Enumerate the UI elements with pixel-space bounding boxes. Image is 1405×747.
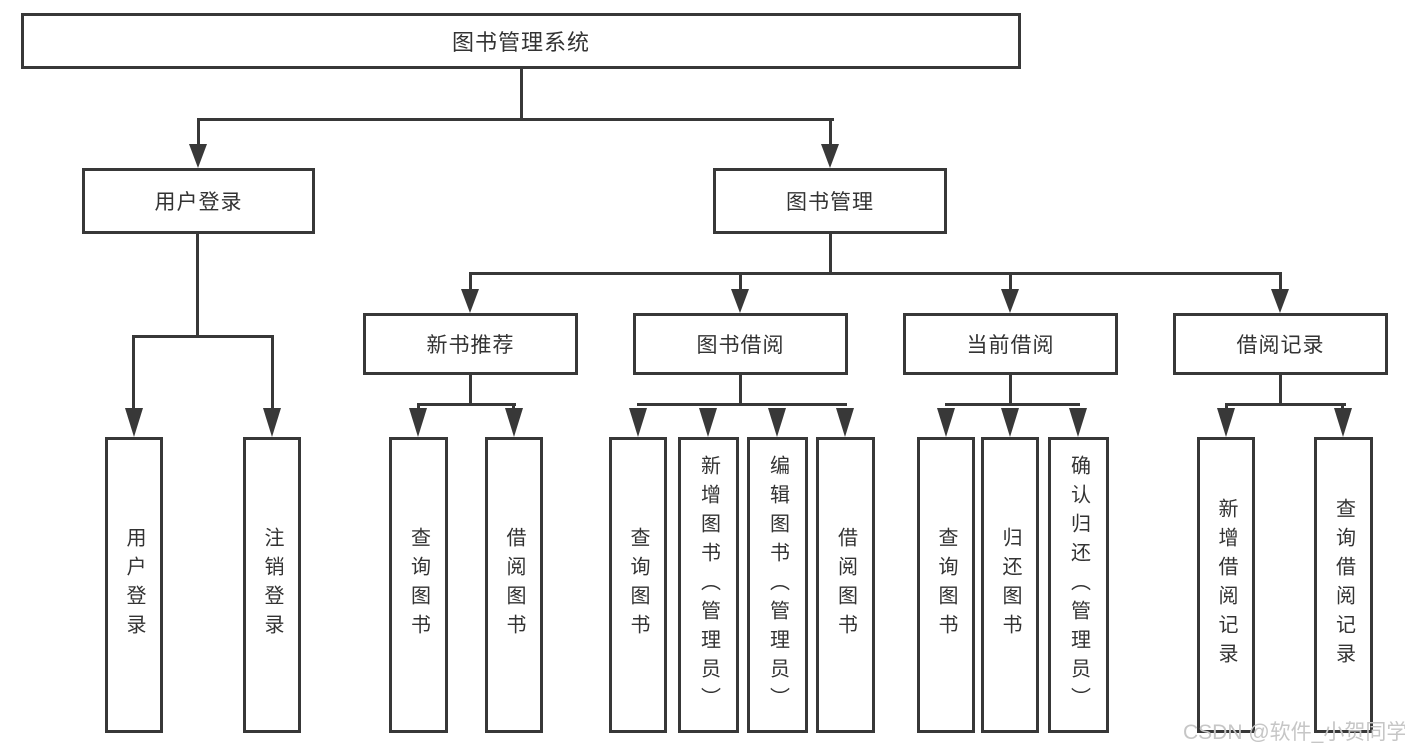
arrowhead-borrowing-records xyxy=(1271,289,1289,313)
arrowhead-current-return xyxy=(1001,408,1019,437)
arrowhead-borrowing-add xyxy=(699,408,717,437)
node-borrowing-records-label: 借阅记录 xyxy=(1236,334,1325,357)
connector-recommendation-horizontal xyxy=(417,403,516,406)
arrowhead-records-add xyxy=(1217,408,1235,437)
connector-stem-user-login-action xyxy=(132,335,135,411)
csdn-watermark: CSDN @软件_小贺同学 xyxy=(1183,721,1405,744)
connector-stem-records-query xyxy=(1341,403,1344,411)
node-new-book-recommendation: 新书推荐 xyxy=(363,313,578,375)
arrowhead-current-confirm xyxy=(1069,408,1087,437)
arrowhead-borrowing-query xyxy=(629,408,647,437)
node-library-management-system: 图书管理系统 xyxy=(21,13,1021,69)
node-logout-action: 注销登录 xyxy=(243,437,301,733)
connector-current-horizontal xyxy=(945,403,1080,406)
node-new-book-recommendation-label: 新书推荐 xyxy=(426,334,515,357)
node-borrowing-edit-books-admin-label: 编辑图书（管理员） xyxy=(766,454,789,716)
node-user-login: 用户登录 xyxy=(82,168,315,234)
connector-root-vertical xyxy=(520,68,523,121)
node-recommend-query-books: 查询图书 xyxy=(389,437,448,733)
node-current-borrowing: 当前借阅 xyxy=(903,313,1118,375)
node-records-query-record: 查询借阅记录 xyxy=(1314,437,1373,733)
arrowhead-book-borrowing xyxy=(731,289,749,313)
node-logout-action-label: 注销登录 xyxy=(261,527,283,643)
node-current-borrowing-label: 当前借阅 xyxy=(966,334,1055,357)
arrowhead-logout-action xyxy=(263,408,281,437)
node-current-query-books-label: 查询图书 xyxy=(935,527,957,643)
arrowhead-borrowing-borrow xyxy=(836,408,854,437)
node-current-return-books: 归还图书 xyxy=(981,437,1039,733)
connector-records-horizontal xyxy=(1225,403,1346,406)
node-current-confirm-return-admin-label: 确认归还（管理员） xyxy=(1067,454,1090,716)
connector-stem-user-login xyxy=(197,118,200,146)
connector-recommendation-vertical xyxy=(469,373,472,406)
connector-stem-records-add xyxy=(1225,403,1228,411)
node-library-management-system-label: 图书管理系统 xyxy=(451,30,590,55)
connector-stem-book-borrowing xyxy=(739,272,742,292)
node-recommend-borrow-books-label: 借阅图书 xyxy=(503,527,525,643)
arrowhead-borrowing-edit xyxy=(768,408,786,437)
arrowhead-recommend-borrow xyxy=(505,408,523,437)
node-book-management-label: 图书管理 xyxy=(786,191,874,214)
connector-user-login-horizontal xyxy=(132,335,274,338)
connector-book-management-horizontal xyxy=(469,272,1282,275)
node-borrowing-query-books: 查询图书 xyxy=(609,437,667,733)
node-borrowing-borrow-books-label: 借阅图书 xyxy=(834,527,857,643)
node-records-add-record-label: 新增借阅记录 xyxy=(1215,498,1237,672)
arrowhead-user-login-action xyxy=(125,408,143,437)
connector-borrowing-horizontal xyxy=(637,403,847,406)
node-book-borrowing-label: 图书借阅 xyxy=(696,334,785,357)
node-book-management: 图书管理 xyxy=(713,168,947,234)
arrowhead-recommend-query xyxy=(409,408,427,437)
connector-current-vertical xyxy=(1009,373,1012,406)
node-records-query-record-label: 查询借阅记录 xyxy=(1332,498,1355,672)
node-borrowing-edit-books-admin: 编辑图书（管理员） xyxy=(747,437,808,733)
node-recommend-borrow-books: 借阅图书 xyxy=(485,437,543,733)
connector-user-login-vertical xyxy=(196,233,199,338)
connector-stem-new-book-recommendation xyxy=(469,272,472,292)
node-user-login-action-label: 用户登录 xyxy=(123,527,145,643)
node-book-borrowing: 图书借阅 xyxy=(633,313,848,375)
node-user-login-action: 用户登录 xyxy=(105,437,163,733)
connector-stem-logout-action xyxy=(271,335,274,411)
connector-stem-borrowing-records xyxy=(1279,272,1282,292)
connector-borrowing-vertical xyxy=(739,373,742,406)
connector-stem-book-management xyxy=(829,118,832,146)
node-recommend-query-books-label: 查询图书 xyxy=(407,527,430,643)
node-records-add-record: 新增借阅记录 xyxy=(1197,437,1255,733)
connector-stem-recommend-query xyxy=(417,403,420,411)
connector-stem-current-borrowing xyxy=(1009,272,1012,292)
connector-records-vertical xyxy=(1279,373,1282,406)
arrowhead-new-book-recommendation xyxy=(461,289,479,313)
node-current-confirm-return-admin: 确认归还（管理员） xyxy=(1048,437,1109,733)
arrowhead-book-management xyxy=(821,144,839,168)
node-borrowing-records: 借阅记录 xyxy=(1173,313,1388,375)
connector-book-management-vertical xyxy=(829,233,832,275)
node-borrowing-query-books-label: 查询图书 xyxy=(627,527,649,643)
node-current-query-books: 查询图书 xyxy=(917,437,975,733)
node-borrowing-add-books-admin-label: 新增图书（管理员） xyxy=(697,454,720,716)
arrowhead-user-login xyxy=(189,144,207,168)
node-borrowing-add-books-admin: 新增图书（管理员） xyxy=(678,437,739,733)
arrowhead-current-borrowing xyxy=(1001,289,1019,313)
connector-stem-recommend-borrow xyxy=(512,403,515,411)
node-user-login-label: 用户登录 xyxy=(154,191,243,214)
node-borrowing-borrow-books: 借阅图书 xyxy=(816,437,875,733)
node-current-return-books-label: 归还图书 xyxy=(999,527,1021,643)
connector-root-horizontal xyxy=(197,118,834,121)
arrowhead-records-query xyxy=(1334,408,1352,437)
arrowhead-current-query xyxy=(937,408,955,437)
